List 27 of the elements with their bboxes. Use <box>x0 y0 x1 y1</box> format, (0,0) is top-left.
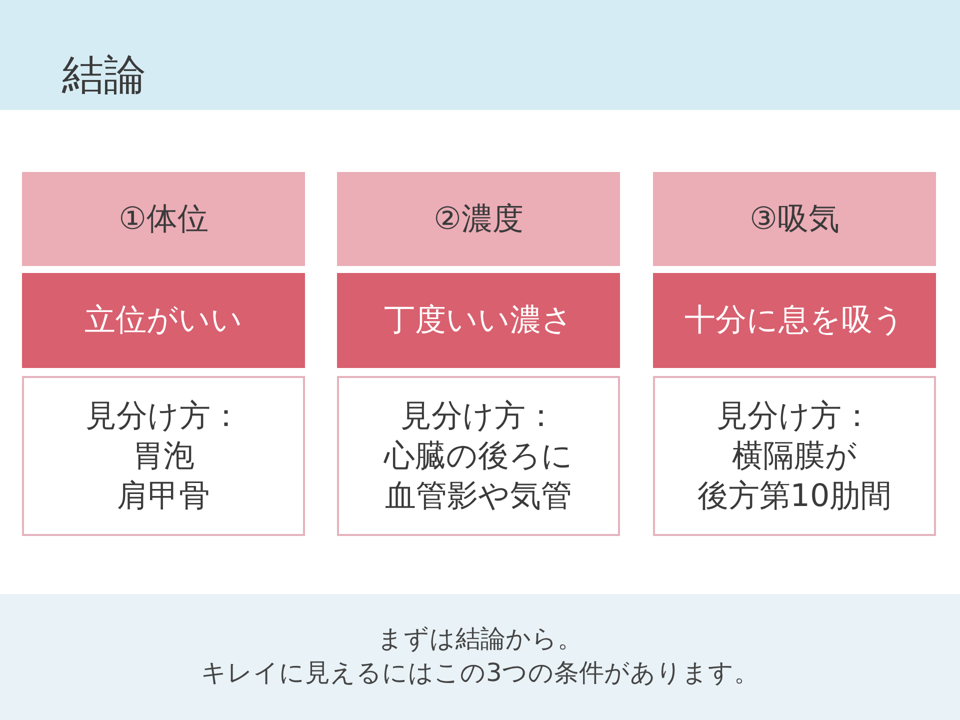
category-box <box>337 172 620 266</box>
criteria-line: 胃泡 <box>132 436 194 476</box>
box-label: ②濃度 <box>434 200 524 239</box>
criteria-box <box>22 376 305 536</box>
criteria-box <box>337 376 620 536</box>
criteria-line: 肩甲骨 <box>117 477 210 516</box>
criteria-box <box>653 376 936 536</box>
criteria-line: 後方第10肋間 <box>697 477 892 516</box>
box-label: ①体位 <box>118 200 208 239</box>
category-box <box>653 172 936 266</box>
category-box <box>22 172 305 266</box>
criteria-heading: 見分け方： <box>400 396 556 436</box>
criteria-line: 横隔膜が <box>732 436 857 476</box>
criteria-line: 血管影や気管 <box>385 477 572 516</box>
criteria-line: 心臓の後ろに <box>384 436 573 476</box>
box-label: 十分に息を吸う <box>684 301 904 340</box>
condition-box <box>653 273 936 368</box>
footer-note: キレイに見えるにはこの3つの条件があります。 <box>200 657 760 689</box>
box-label: 丁度いい濃さ <box>384 301 573 340</box>
footer-note: まずは結論から。 <box>376 623 584 655</box>
condition-box <box>22 273 305 368</box>
condition-box <box>337 273 620 368</box>
box-label: ③吸気 <box>750 200 840 239</box>
box-label: 立位がいい <box>84 301 242 340</box>
title: 結論 <box>62 49 146 101</box>
criteria-heading: 見分け方： <box>86 396 242 436</box>
criteria-heading: 見分け方： <box>716 396 872 436</box>
